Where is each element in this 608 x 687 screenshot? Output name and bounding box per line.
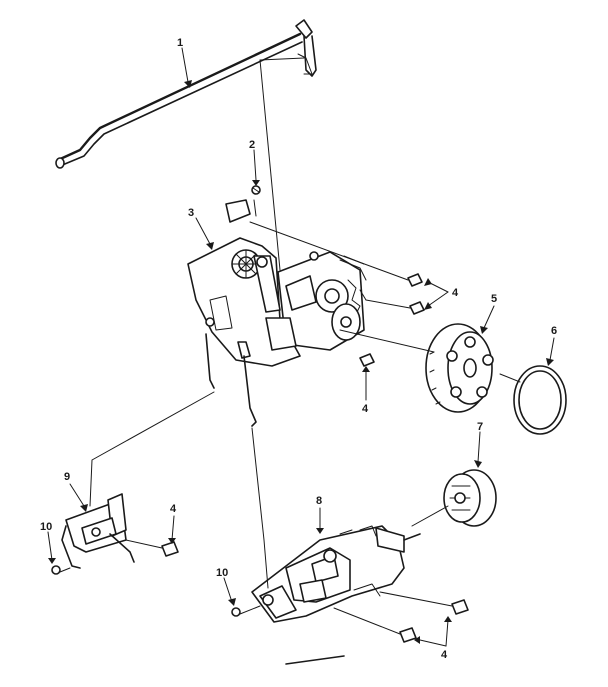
part-3-transmission-assembly [187, 199, 367, 427]
callout-2: 2 [249, 139, 255, 151]
callout-7: 7 [477, 421, 483, 433]
callout-10-left: 10 [40, 521, 52, 533]
part-4-bolts [161, 273, 469, 643]
callout-4-left: 4 [170, 503, 177, 515]
callout-5: 5 [491, 293, 497, 305]
callout-1: 1 [177, 37, 183, 49]
callout-8: 8 [316, 495, 322, 507]
part-5-drive-wheel [425, 323, 494, 413]
callout-6: 6 [551, 325, 557, 337]
callout-arrows [47, 47, 555, 647]
part-2-screw [251, 185, 261, 195]
part-8-gear-housing [251, 525, 421, 623]
part-1-shift-rod [55, 19, 317, 169]
callout-10-lower: 10 [216, 567, 228, 579]
alignment-lines [59, 57, 521, 665]
part-6-ring [513, 365, 567, 435]
callout-labels: 1 2 3 4 4 4 4 5 6 7 8 9 10 10 [40, 37, 557, 661]
part-9-bracket [61, 493, 135, 569]
part-10-pins [51, 565, 241, 617]
part-7-hub [443, 469, 497, 527]
callout-4-lower: 4 [441, 649, 448, 661]
callout-9: 9 [64, 471, 70, 483]
callout-4-upper: 4 [452, 287, 459, 299]
callout-3: 3 [188, 207, 194, 219]
callout-4-middle: 4 [362, 403, 369, 415]
